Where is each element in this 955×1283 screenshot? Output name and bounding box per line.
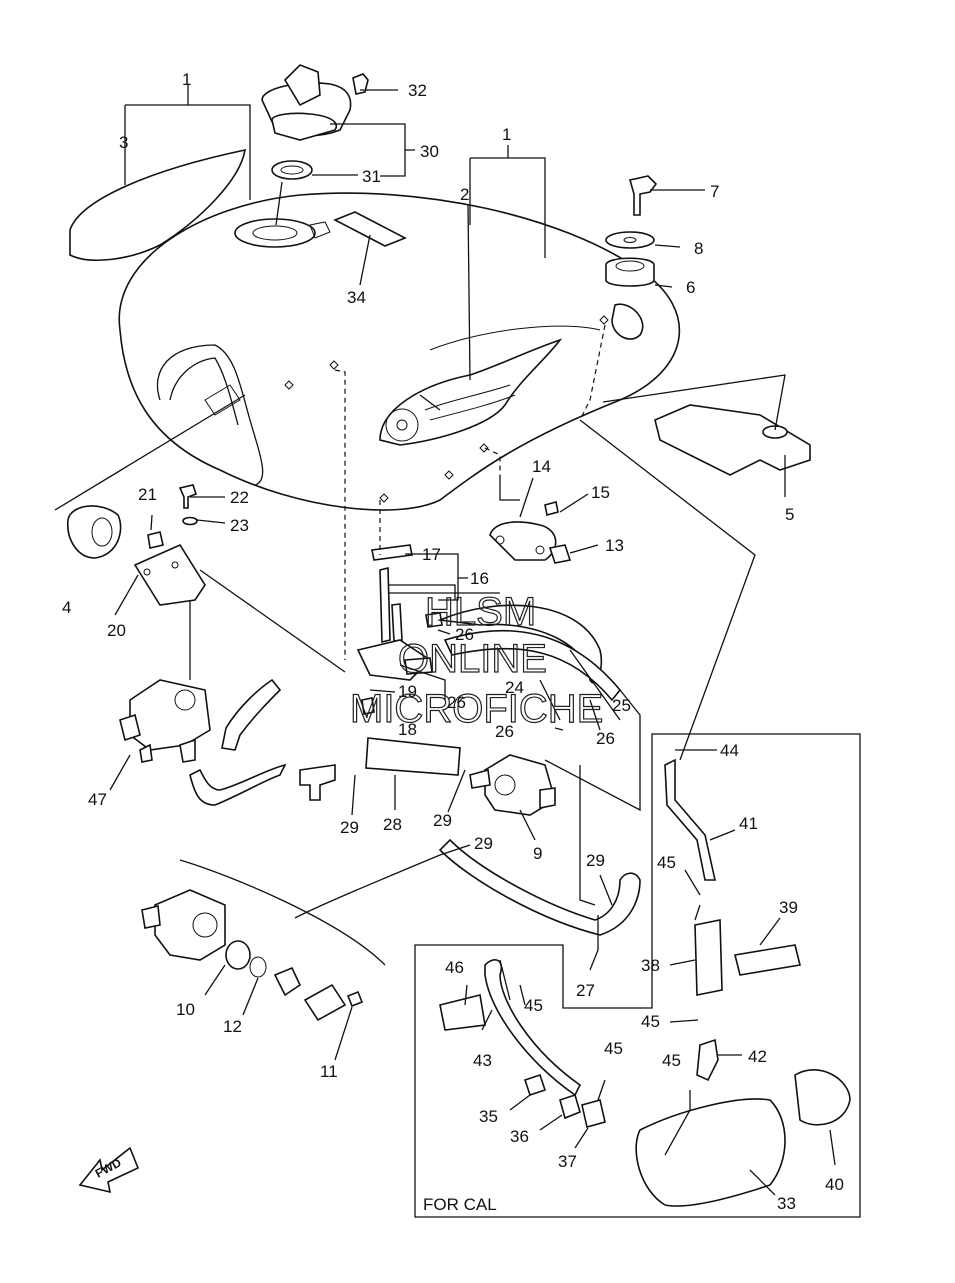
callout-23: 23 bbox=[230, 516, 249, 535]
watermark-line-1: HLSM bbox=[425, 590, 536, 634]
rear-mount-bracket bbox=[654, 404, 811, 476]
callout-37: 37 bbox=[558, 1152, 577, 1171]
callout-21: 21 bbox=[138, 485, 157, 504]
callout-19: 19 bbox=[398, 682, 417, 701]
callout-45: 45 bbox=[604, 1039, 623, 1058]
cock-bracket bbox=[133, 484, 206, 606]
long-return-hose bbox=[438, 838, 641, 936]
callout-18: 18 bbox=[398, 720, 417, 739]
tank-damper bbox=[67, 505, 122, 559]
callout-numbers: 1 1 2 3 4 5 6 7 8 9 10 11 12 13 14 15 16… bbox=[62, 70, 844, 1213]
callout-6: 6 bbox=[686, 278, 695, 297]
fuel-hoses-left bbox=[189, 678, 461, 806]
callout-12: 12 bbox=[223, 1017, 242, 1036]
cock-plate bbox=[489, 501, 572, 564]
forward-arrow: FWD bbox=[78, 1146, 140, 1194]
for-cal-label: FOR CAL bbox=[423, 1195, 497, 1214]
callout-22: 22 bbox=[230, 488, 249, 507]
callout-11: 11 bbox=[320, 1062, 338, 1081]
callout-24: 24 bbox=[505, 678, 524, 697]
callout-46: 46 bbox=[445, 958, 464, 977]
callout-2: 2 bbox=[460, 185, 469, 204]
callout-45: 45 bbox=[657, 853, 676, 872]
callout-7: 7 bbox=[710, 182, 719, 201]
mounting-hardware-top-right bbox=[605, 175, 658, 287]
fuel-cock-main bbox=[356, 544, 622, 715]
fuel-cock-right bbox=[469, 754, 556, 816]
fuel-cap-assembly bbox=[261, 64, 369, 180]
callout-33: 33 bbox=[777, 1194, 796, 1213]
california-canister-section: FOR CAL bbox=[414, 733, 861, 1218]
callout-30: 30 bbox=[420, 142, 439, 161]
callout-41: 41 bbox=[739, 814, 758, 833]
callout-42: 42 bbox=[748, 1047, 767, 1066]
callout-28: 28 bbox=[383, 815, 402, 834]
callout-15: 15 bbox=[591, 483, 610, 502]
callout-27: 27 bbox=[576, 981, 595, 1000]
callout-20: 20 bbox=[107, 621, 126, 640]
callout-16: 16 bbox=[470, 569, 489, 588]
callout-26: 26 bbox=[455, 625, 474, 644]
callout-1: 1 bbox=[182, 70, 191, 89]
watermark-line-3: MICROFICHE bbox=[350, 687, 603, 731]
callout-40: 40 bbox=[825, 1175, 844, 1194]
callout-9: 9 bbox=[533, 844, 542, 863]
callout-3: 3 bbox=[119, 133, 128, 152]
callout-34: 34 bbox=[347, 288, 366, 307]
callout-26: 26 bbox=[447, 693, 466, 712]
callout-44: 44 bbox=[720, 741, 739, 760]
fuel-cock-exploded bbox=[141, 889, 364, 1022]
callout-26: 26 bbox=[495, 722, 514, 741]
callout-14: 14 bbox=[532, 457, 551, 476]
callout-13: 13 bbox=[605, 536, 624, 555]
callout-31: 31 bbox=[362, 167, 381, 186]
side-trim-panel bbox=[69, 148, 246, 261]
callout-26: 26 bbox=[596, 729, 615, 748]
callout-29: 29 bbox=[586, 851, 605, 870]
callout-36: 36 bbox=[510, 1127, 529, 1146]
watermark-line-2: ONLINE bbox=[398, 637, 547, 681]
leader-lines bbox=[54, 85, 836, 1196]
callout-4: 4 bbox=[62, 598, 71, 617]
callout-29: 29 bbox=[433, 811, 452, 830]
callout-8: 8 bbox=[694, 239, 703, 258]
callout-43: 43 bbox=[473, 1051, 492, 1070]
fuel-tank bbox=[118, 192, 681, 511]
callout-47: 47 bbox=[88, 790, 107, 809]
callout-32: 32 bbox=[408, 81, 427, 100]
callout-38: 38 bbox=[641, 956, 660, 975]
callout-39: 39 bbox=[779, 898, 798, 917]
callout-1: 1 bbox=[502, 125, 511, 144]
callout-29: 29 bbox=[340, 818, 359, 837]
watermark: HLSM ONLINE MICROFICHE bbox=[349, 589, 604, 731]
callout-5: 5 bbox=[785, 505, 794, 524]
callout-45: 45 bbox=[641, 1012, 660, 1031]
callout-45: 45 bbox=[524, 996, 543, 1015]
fuel-cock-left bbox=[119, 679, 211, 763]
callout-35: 35 bbox=[479, 1107, 498, 1126]
callout-45: 45 bbox=[662, 1051, 681, 1070]
callout-29: 29 bbox=[474, 834, 493, 853]
callout-17: 17 bbox=[422, 545, 441, 564]
callout-25: 25 bbox=[612, 696, 631, 715]
callout-10: 10 bbox=[176, 1000, 195, 1019]
